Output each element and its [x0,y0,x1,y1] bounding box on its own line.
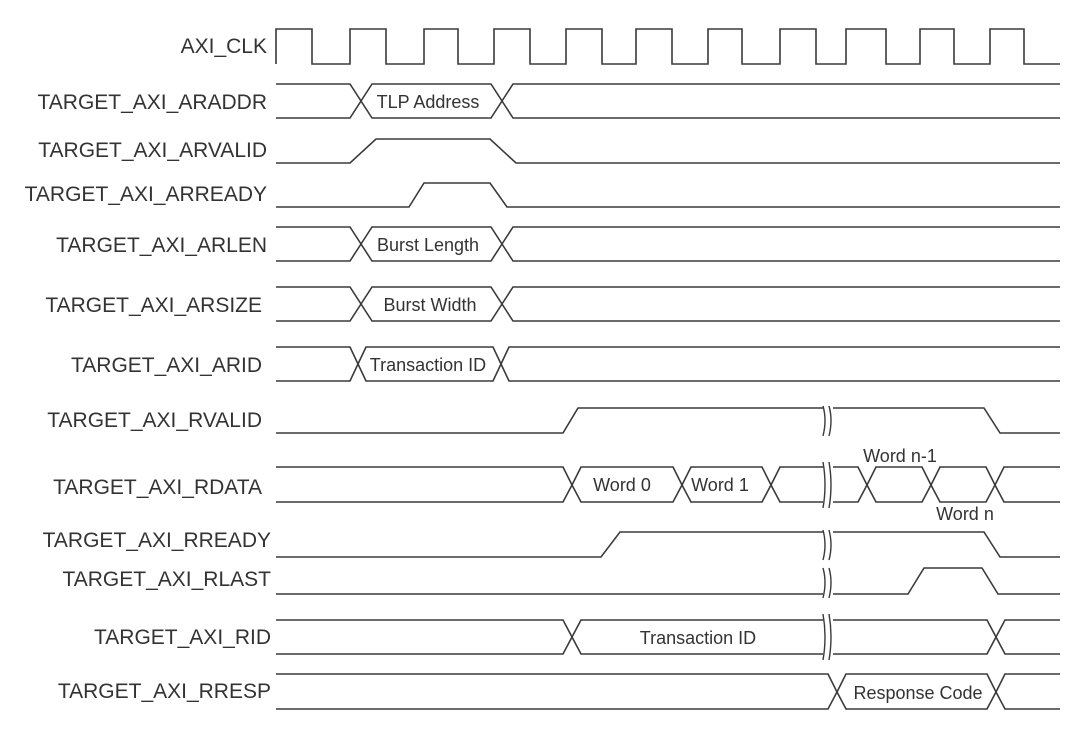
waveform-arlen: Burst Length [276,226,1060,262]
waveform-rresp: Response Code [276,673,1060,710]
waveform-arsize: Burst Width [276,286,1060,322]
annotation-word-n-minus-1: Word n-1 [863,446,937,466]
signal-label-rresp: TARGET_AXI_RRESP [58,680,271,703]
waveform-rid: Transaction ID [276,613,1060,661]
bus-value-rdata-word0: Word 0 [593,475,651,495]
break-marker [822,613,832,661]
signal-label-rvalid: TARGET_AXI_RVALID [47,409,262,432]
signal-label-arvalid: TARGET_AXI_ARVALID [38,139,267,162]
bus-value-arlen: Burst Length [377,235,479,255]
signal-label-arsize: TARGET_AXI_ARSIZE [45,294,262,317]
break-marker [822,567,832,599]
signal-label-rlast: TARGET_AXI_RLAST [62,568,271,591]
waveform-rlast [276,567,1060,599]
signal-labels: AXI_CLK TARGET_AXI_ARADDR TARGET_AXI_ARV… [25,35,272,703]
waveform-arvalid [276,138,1060,164]
bus-value-rdata-word1: Word 1 [691,475,749,495]
break-marker [822,405,832,437]
signal-label-arready: TARGET_AXI_ARREADY [25,183,267,206]
waveform-rvalid [276,405,1060,437]
signal-label-axi-clk: AXI_CLK [181,35,267,58]
bus-value-rid: Transaction ID [640,628,756,648]
bus-value-arid: Transaction ID [370,355,486,375]
break-marker [822,529,832,561]
waveform-araddr: TLP Address [276,83,1060,119]
bus-value-rresp: Response Code [853,683,982,703]
waveform-arid: Transaction ID [276,346,1060,382]
signal-label-rid: TARGET_AXI_RID [94,626,271,649]
waveform-rready [276,529,1060,561]
signal-label-rdata: TARGET_AXI_RDATA [53,476,262,499]
bus-value-arsize: Burst Width [383,295,476,315]
signal-label-araddr: TARGET_AXI_ARADDR [38,91,268,114]
waveform-rdata: Word 0 Word 1 Word n-1 Word n [276,446,1060,524]
waveforms: TLP Address Burst Length Burst Width Tra… [275,28,1060,710]
annotation-word-n: Word n [936,504,994,524]
waveform-arready [276,182,1060,208]
signal-label-rready: TARGET_AXI_RREADY [43,529,271,552]
break-marker [822,461,832,509]
waveform-axi-clk [275,28,1060,65]
bus-value-araddr: TLP Address [377,92,480,112]
signal-label-arid: TARGET_AXI_ARID [71,354,262,377]
signal-label-arlen: TARGET_AXI_ARLEN [56,234,267,257]
